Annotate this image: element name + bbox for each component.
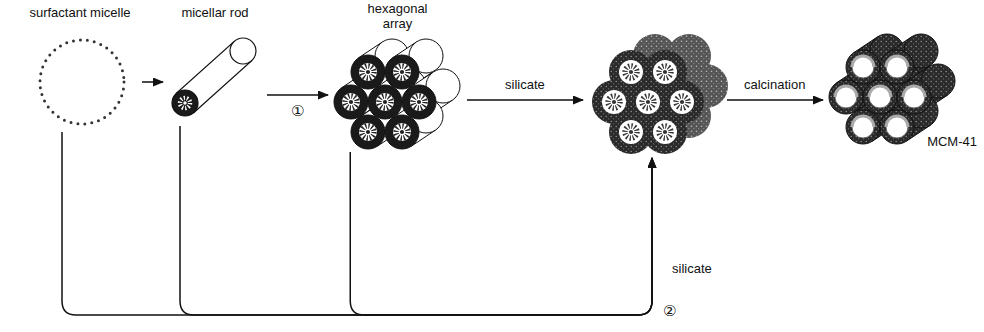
illustration-node: hexagonal array — [330, 2, 465, 150]
process-arrow — [142, 81, 163, 83]
stage-label: surfactant micelle — [29, 6, 130, 21]
process-arrow — [467, 99, 583, 101]
illustration-node: surfactant micelle — [20, 6, 140, 130]
process-arrow — [727, 99, 823, 101]
illustration-node: MCM-41 — [825, 40, 977, 150]
illustration-node: micellar rod — [165, 6, 265, 124]
callout-number: ② — [661, 303, 678, 320]
arrow-label: silicate — [670, 262, 714, 277]
stage-label: hexagonal array — [362, 2, 434, 32]
callout-number: ① — [289, 103, 306, 120]
arrow-label: silicate — [503, 78, 547, 93]
process-arrow — [267, 94, 328, 96]
process-arrow — [62, 132, 652, 315]
process-arrow — [180, 126, 652, 315]
illustration-node — [585, 52, 725, 156]
arrow-label: calcination — [742, 78, 807, 93]
stage-label: micellar rod — [181, 6, 248, 21]
stage-label: MCM-41 — [927, 135, 977, 150]
process-arrow — [350, 152, 652, 315]
